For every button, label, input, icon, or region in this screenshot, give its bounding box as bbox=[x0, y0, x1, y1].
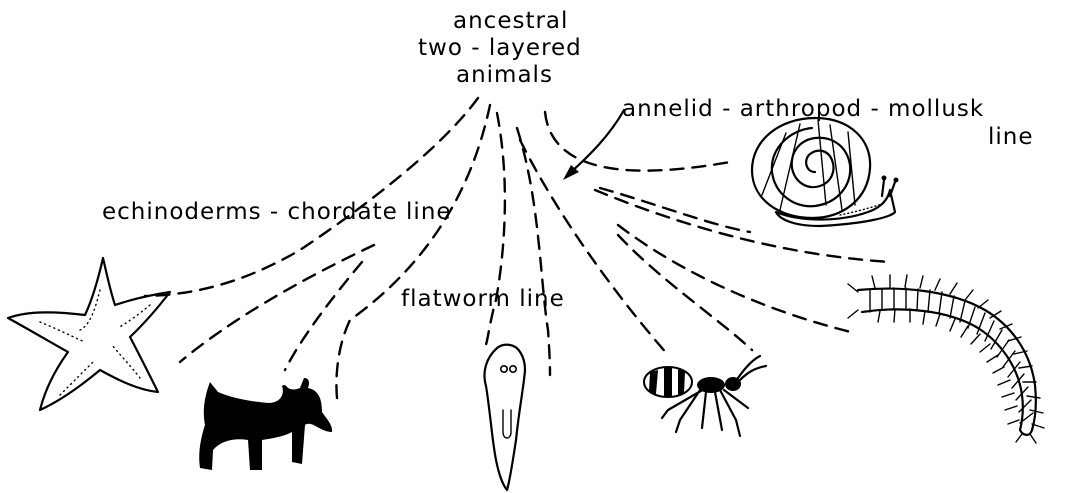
centipede-icon bbox=[848, 275, 1044, 443]
flatworm-icon bbox=[484, 345, 525, 490]
snail-icon bbox=[752, 118, 899, 226]
branch-line-starfish bbox=[145, 98, 478, 296]
dog-icon bbox=[199, 378, 332, 470]
branch-line-flatworm-1 bbox=[485, 113, 505, 348]
branch-line-centipede-2 bbox=[595, 190, 890, 262]
ant-icon bbox=[644, 356, 766, 436]
branch-line-centipede-1 bbox=[618, 225, 855, 333]
branch-line-dog-1 bbox=[180, 245, 374, 362]
branch-line-dog-2 bbox=[285, 262, 362, 370]
branch-line-snail-1 bbox=[545, 112, 730, 171]
branch-line-ant-1 bbox=[520, 140, 668, 355]
branch-line-dog-3 bbox=[336, 105, 490, 398]
starfish-icon bbox=[8, 258, 170, 410]
branch-line-snail-2 bbox=[600, 188, 750, 232]
